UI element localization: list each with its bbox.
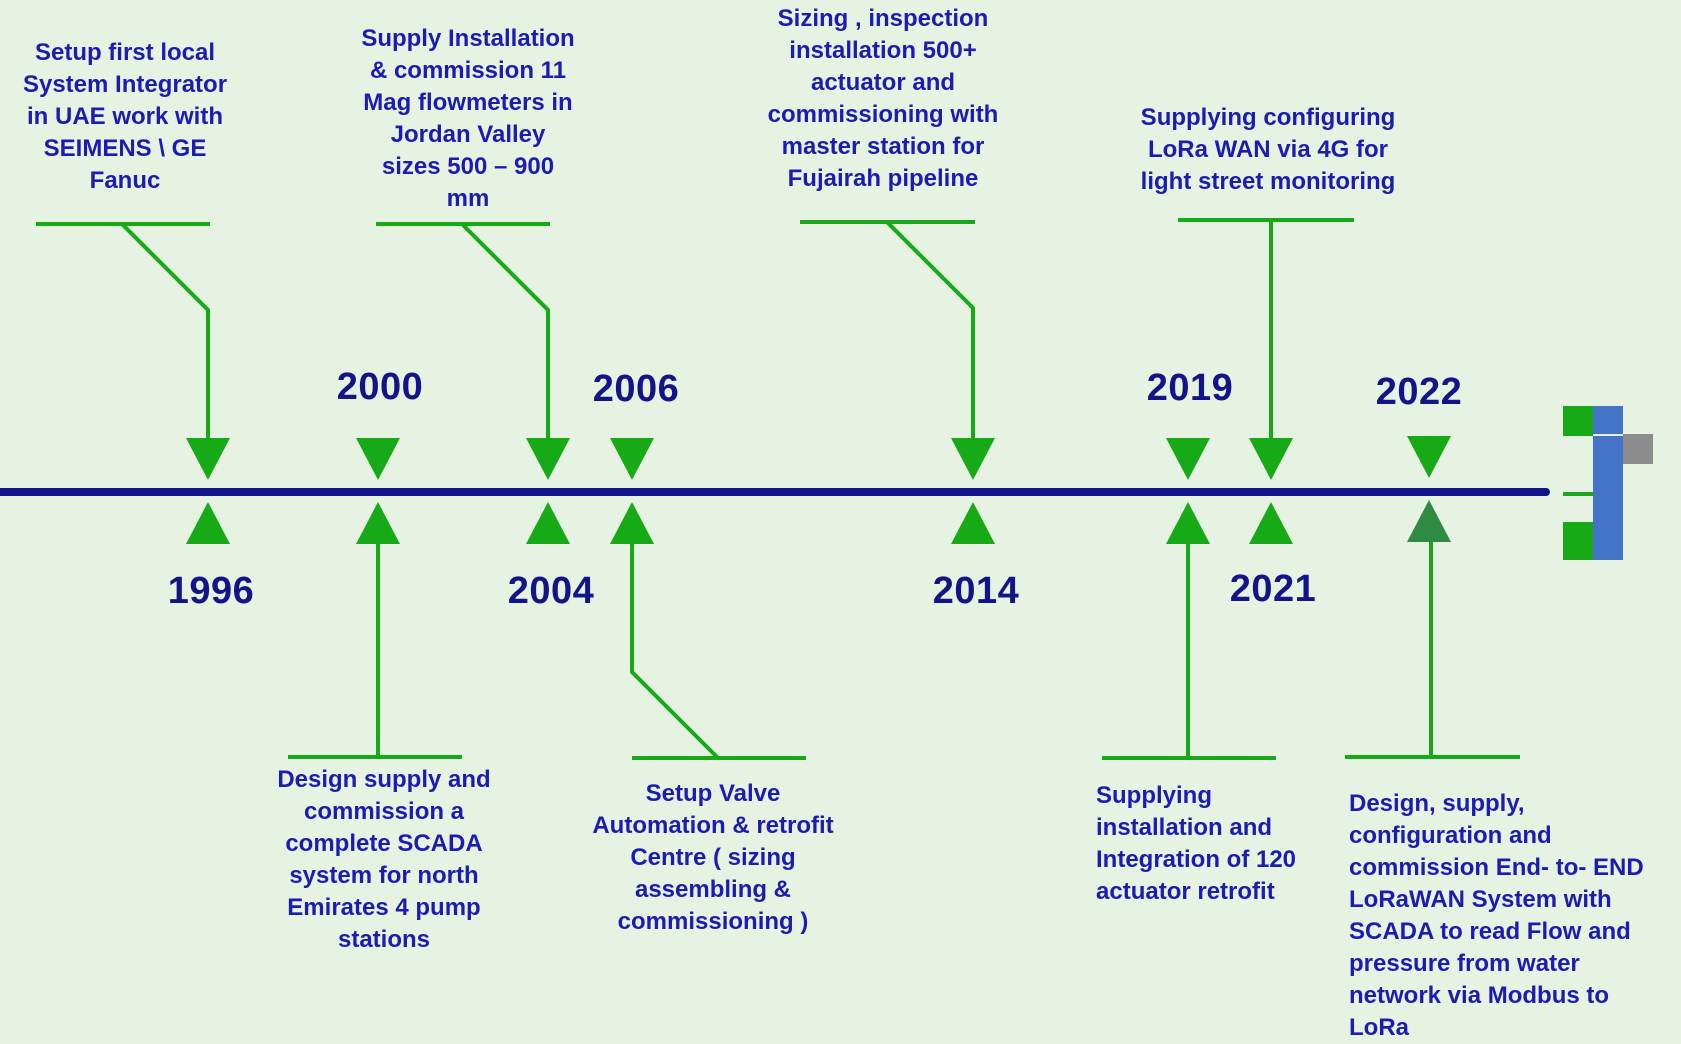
year-label-2014: 2014: [932, 570, 1020, 612]
up-arrow-marker: [356, 502, 400, 544]
milestone-2022-description: Design, supply, configuration and commis…: [1349, 790, 1644, 1041]
up-arrow-marker: [1166, 502, 1210, 544]
up-arrow-marker: [186, 502, 230, 544]
down-arrow-marker: [186, 438, 230, 480]
milestone-2019-description: Supplying installation and Integration o…: [1096, 782, 1297, 905]
up-arrow-marker: [1249, 502, 1293, 544]
milestone-2004-callout: [376, 222, 570, 544]
milestone-2014-callout: [800, 220, 995, 544]
milestone-2022-callout: [1345, 436, 1520, 759]
down-arrow-marker: [610, 438, 654, 480]
year-label-2022: 2022: [1375, 371, 1463, 413]
milestone-2006-description: Setup Valve Automation & retrofit Centre…: [592, 780, 834, 935]
milestone-2006-callout: [610, 438, 806, 760]
down-arrow-marker: [951, 438, 995, 480]
company-logo-icon: [1563, 406, 1653, 560]
milestone-1996-description: Setup first local System Integrator in U…: [22, 39, 228, 194]
milestone-2000-callout: [288, 438, 462, 759]
milestone-2021-description: Supplying configuring LoRa WAN via 4G fo…: [1140, 104, 1396, 195]
up-arrow-marker: [951, 502, 995, 544]
year-label-2021: 2021: [1229, 568, 1317, 610]
up-arrow-marker: [1407, 500, 1451, 542]
down-arrow-marker: [1407, 436, 1451, 478]
up-arrow-marker: [526, 502, 570, 544]
milestone-1996-callout: [36, 222, 230, 544]
year-label-2019: 2019: [1146, 367, 1234, 409]
milestone-2014-description: Sizing , inspection installation 500+ ac…: [767, 5, 999, 192]
year-label-1996: 1996: [167, 570, 255, 612]
milestone-2000-description: Design supply and commission a complete …: [277, 766, 491, 953]
down-arrow-marker: [356, 438, 400, 480]
milestone-2004-description: Supply Installation & commission 11 Mag …: [361, 25, 575, 212]
year-label-2006: 2006: [592, 368, 680, 410]
year-label-2000: 2000: [336, 366, 424, 408]
milestone-2021-callout: [1178, 218, 1354, 544]
year-label-2004: 2004: [507, 570, 595, 612]
down-arrow-marker: [1166, 438, 1210, 480]
milestone-2019-callout: [1102, 438, 1276, 760]
down-arrow-marker: [1249, 438, 1293, 480]
up-arrow-marker: [610, 502, 654, 544]
down-arrow-marker: [526, 438, 570, 480]
